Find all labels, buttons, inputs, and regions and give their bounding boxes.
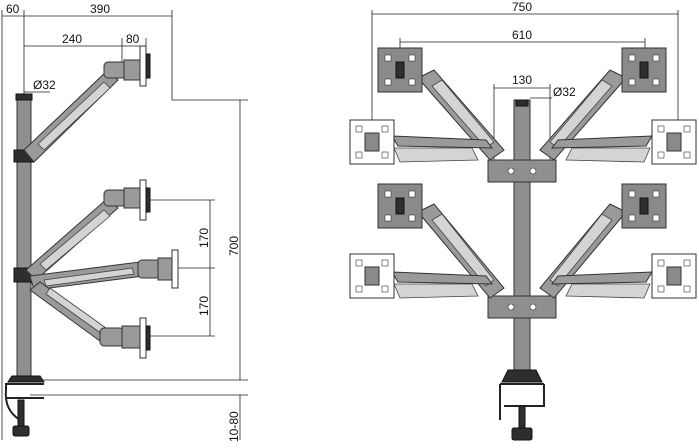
- side-dim-arm-length: 240: [62, 32, 82, 46]
- front-top-left-arms: [391, 69, 505, 163]
- front-bottom-right-arms: [539, 203, 653, 299]
- side-desk-clamp: [4, 375, 45, 437]
- side-pole-cap: [15, 93, 33, 101]
- front-dim-vesa-span: 610: [512, 28, 532, 42]
- front-pole-cap: [515, 99, 529, 107]
- front-bottom-hub: [487, 295, 557, 319]
- side-dim-total-width: 390: [90, 2, 110, 16]
- side-top-arm: [13, 45, 151, 163]
- side-dimension-lines: [1, 10, 248, 440]
- side-pole: [16, 95, 32, 377]
- front-view: 750 610 130 Ø32: [349, 0, 697, 441]
- front-dimension-lines: [371, 10, 679, 160]
- front-dim-total-width: 750: [512, 0, 532, 14]
- side-dim-spacing-lower: 170: [197, 296, 211, 316]
- side-horizontal-arm: [29, 249, 179, 291]
- front-dim-center-gap: 130: [512, 73, 532, 87]
- side-view: 60 390 240 80 Ø32 170 170 700 10-80: [1, 2, 248, 442]
- side-dim-height: 700: [227, 236, 241, 256]
- front-vesa-plate-bottom-left-outer: [349, 253, 395, 299]
- front-vesa-plate-bottom-right-outer: [651, 253, 697, 299]
- front-top-right-arms: [539, 69, 653, 163]
- front-pole: [513, 99, 531, 373]
- front-vesa-plate-top-right-upper: [621, 47, 667, 93]
- front-bottom-left-arms: [391, 203, 505, 299]
- front-vesa-plate-top-left-outer: [349, 119, 395, 165]
- front-dim-pole-diameter: Ø32: [553, 85, 576, 99]
- front-vesa-plate-bottom-left-upper: [377, 183, 423, 229]
- side-dim-pole-offset: 60: [6, 2, 20, 16]
- side-middle-arm: [13, 179, 151, 283]
- front-top-hub: [487, 159, 557, 183]
- front-vesa-plate-top-left-upper: [377, 47, 423, 93]
- side-dim-desk-thickness: 10-80: [227, 411, 241, 442]
- side-dim-pole-diameter: Ø32: [33, 78, 56, 92]
- side-dim-head-length: 80: [126, 32, 140, 46]
- side-dim-spacing-upper: 170: [197, 228, 211, 248]
- front-desk-clamp: [499, 369, 545, 441]
- front-vesa-plate-bottom-right-upper: [621, 183, 667, 229]
- side-bottom-arm: [29, 281, 151, 359]
- front-vesa-plate-top-right-outer: [651, 119, 697, 165]
